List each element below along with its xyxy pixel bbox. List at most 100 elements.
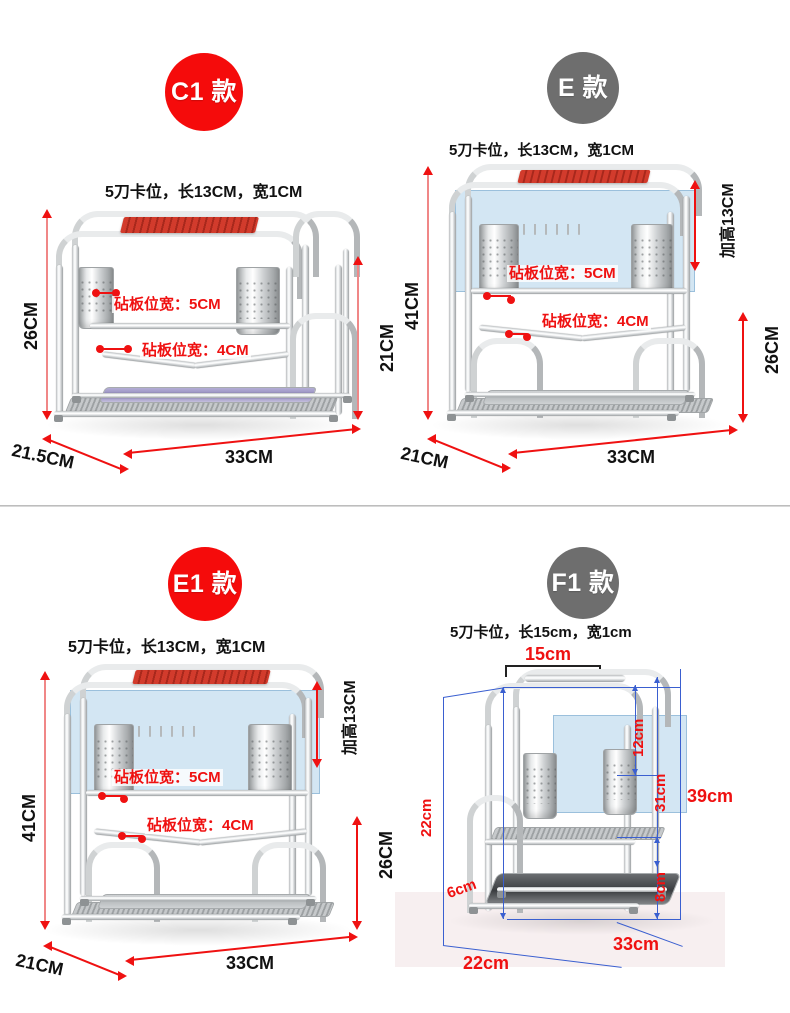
f1-utensil-cup-right — [603, 749, 637, 815]
f1-bracket-15cm-left — [505, 665, 507, 677]
e-dim-arrowhead-right-bottom — [738, 414, 748, 423]
e-utensil-cup-right — [631, 224, 673, 294]
c1-dim-height-right: 21CM — [377, 323, 395, 372]
f1-foot-front-right — [629, 907, 638, 914]
e-hook-row — [523, 224, 580, 235]
f1-dim-knife-slot-length: 15cm — [525, 644, 572, 664]
e-dim-arrowhead-right-top — [738, 312, 748, 321]
e-knife-slot-pad — [517, 170, 651, 183]
e-leg-rear-left — [465, 196, 472, 392]
e1-foot-rear-right — [306, 899, 315, 906]
e-arch-lower-left — [471, 338, 543, 418]
e1-dim-arrowhead-right-top — [352, 816, 362, 825]
e-rack-illustration — [429, 162, 729, 440]
c1-dim-height-left: 26CM — [21, 301, 41, 350]
f1-rack-illustration — [447, 667, 717, 935]
f1-leg-rear-right — [652, 707, 659, 893]
f1-measure-edge-total-right — [680, 669, 681, 919]
f1-measure-edge-8-right — [657, 837, 658, 919]
badge-f1: F1 款 — [547, 547, 619, 619]
e-dim-arrowhead-depth-start — [427, 434, 436, 444]
e-arch-lower-right — [633, 338, 705, 418]
e1-foot-front-left — [62, 918, 71, 925]
e1-callout-line-5cm — [102, 795, 124, 797]
c1-leg-far-right-front — [335, 265, 342, 415]
e-dim-line-raise — [694, 186, 696, 266]
e-callout-line-5cm — [487, 295, 511, 297]
c1-leg-front-left — [56, 265, 63, 417]
e1-dim-width: 33CM — [226, 953, 275, 973]
e1-dim-line-raise — [316, 687, 318, 762]
f1-knife-slot-plate — [525, 675, 625, 682]
e-dim-raise: 加高13CM — [720, 183, 737, 258]
c1-dim-arrowhead-bottom-right — [353, 411, 363, 420]
e-foot-rear-right — [685, 395, 694, 402]
e1-dim-arrowhead-right-bottom — [352, 921, 362, 930]
e1-callout-dot-5cm-b — [120, 795, 128, 803]
c1-callout-dot-4cm-b — [124, 345, 132, 353]
f1-foot-rear-right — [657, 891, 666, 898]
f1-arrowhead-22cm-bottom — [500, 913, 506, 919]
c1-foot-front-left — [54, 415, 63, 422]
e-bottom-rail-rear — [465, 392, 695, 397]
e1-foot-rear-left — [80, 899, 89, 906]
c1-dim-arrowhead-depth-end — [120, 464, 129, 474]
badge-e-label: E 款 — [557, 73, 609, 102]
f1-bracket-15cm-top — [505, 665, 601, 667]
e-leg-rear-right — [683, 196, 690, 392]
e-dim-arrowhead-width-end — [729, 425, 738, 435]
f1-dim-side-height-22cm: 22cm — [418, 798, 435, 837]
badge-e: E 款 — [547, 52, 619, 124]
f1-cup-left-perforation — [524, 765, 556, 804]
e-foot-front-left — [447, 414, 456, 421]
c1-bottom-rail-front — [54, 411, 336, 417]
c1-bottom-rail-rear — [72, 393, 350, 398]
f1-measure-edge-12-right — [635, 685, 636, 775]
c1-arch-right-rear — [293, 211, 360, 277]
e-rail-board-5cm — [471, 288, 687, 294]
c1-dim-width: 33CM — [225, 447, 274, 467]
e1-bottom-rail-front — [62, 914, 300, 920]
f1-knife-slot-note: 5刀卡位，长15cm，宽1cm — [450, 624, 632, 641]
f1-arch-lower-left — [467, 795, 523, 913]
e-callout-line-4cm — [509, 333, 527, 335]
f1-arrowhead-8cm-top — [654, 837, 660, 843]
f1-dim-lower-height-8cm: 8cm — [652, 871, 669, 902]
f1-arch-rear — [513, 669, 671, 727]
badge-f1-label: F1 款 — [551, 568, 615, 597]
f1-measure-edge-31-right — [657, 677, 658, 867]
e-callout-5cm: 砧板位宽：5CM — [507, 265, 618, 282]
e1-rail-board-5cm — [86, 790, 308, 796]
e-dim-depth: 21CM — [399, 443, 451, 473]
c1-leg-front-right — [286, 267, 293, 417]
c1-rack-illustration — [44, 205, 360, 440]
e1-dim-line-height-right — [356, 822, 358, 927]
c1-knife-slot-pad — [120, 217, 259, 233]
f1-arrowhead-31cm-bottom — [654, 861, 660, 867]
e1-dim-arrowhead-raise-bottom — [312, 759, 322, 768]
f1-leg-front-right — [624, 725, 631, 911]
e-callout-dot-4cm-b — [523, 333, 531, 341]
e1-dim-depth: 21CM — [14, 950, 66, 980]
badge-e1: E1 款 — [168, 547, 242, 621]
e-dim-arrowhead-top-left — [423, 166, 433, 175]
f1-mid-rail — [485, 839, 635, 845]
c1-cup-right-perforation — [237, 279, 279, 320]
e-utensil-cup-left — [479, 224, 519, 294]
e1-dim-arrowhead-depth-start — [43, 941, 52, 951]
e1-callout-4cm: 砧板位宽：4CM — [145, 817, 256, 834]
c1-dim-arrowhead-width-end — [352, 424, 361, 434]
e1-knife-slot-note: 5刀卡位，长13CM，宽1CM — [68, 639, 266, 656]
badge-c1: C1 款 — [165, 53, 243, 131]
f1-foot-rear-left — [497, 891, 506, 898]
f1-bottom-rail-rear — [497, 887, 667, 892]
panel-f1: F1 款 5刀卡位，长15cm，宽1cm 15cm — [395, 507, 790, 1013]
e-dim-arrowhead-width-start — [508, 449, 517, 459]
e1-cup-right-perforation — [249, 737, 291, 780]
f1-dim-board-height-12cm: 12cm — [630, 718, 647, 757]
e1-utensil-cup-right — [248, 724, 292, 796]
f1-arrowhead-12cm-bottom — [632, 769, 638, 775]
f1-arrowhead-31cm-top — [654, 677, 660, 683]
f1-measure-edge-left-22 — [503, 687, 504, 919]
e-dim-width: 33CM — [607, 447, 656, 467]
